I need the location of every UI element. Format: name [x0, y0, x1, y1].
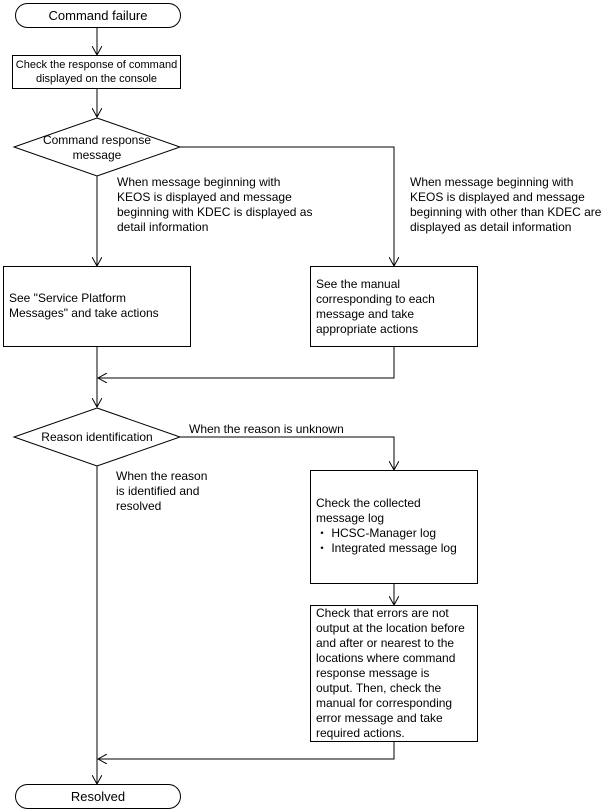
service-platform-text: See "Service Platform Messages" and take… — [9, 291, 159, 320]
arrow-decision-to-manual — [180, 146, 394, 266]
check-errors-text: Check that errors are not output at the … — [316, 606, 465, 740]
command-response-decision-text: Command response message — [42, 133, 152, 162]
arrow-errors-to-merge — [98, 742, 395, 759]
branch-unknown-label: When the reason is unknown — [189, 422, 344, 436]
branch-kdec-label: When message beginning with KEOS is disp… — [117, 175, 313, 234]
arrow-reason-to-log — [180, 436, 394, 470]
reason-identification-text: Reason identification — [41, 430, 153, 444]
end-label: Resolved — [70, 789, 126, 804]
manual-text: See the manual corresponding to each mes… — [316, 277, 435, 336]
collected-log-text: Check the collected message log ・ HCSC-M… — [316, 496, 457, 555]
arrow-manual-to-merge — [98, 347, 395, 378]
start-label: Command failure — [48, 8, 148, 23]
start-terminal — [15, 3, 181, 28]
check-response-text: Check the response of command displayed … — [15, 59, 178, 85]
branch-resolved-label: When the reason is identified and resolv… — [116, 469, 208, 513]
branch-other-label: When message beginning with KEOS is disp… — [410, 175, 602, 234]
